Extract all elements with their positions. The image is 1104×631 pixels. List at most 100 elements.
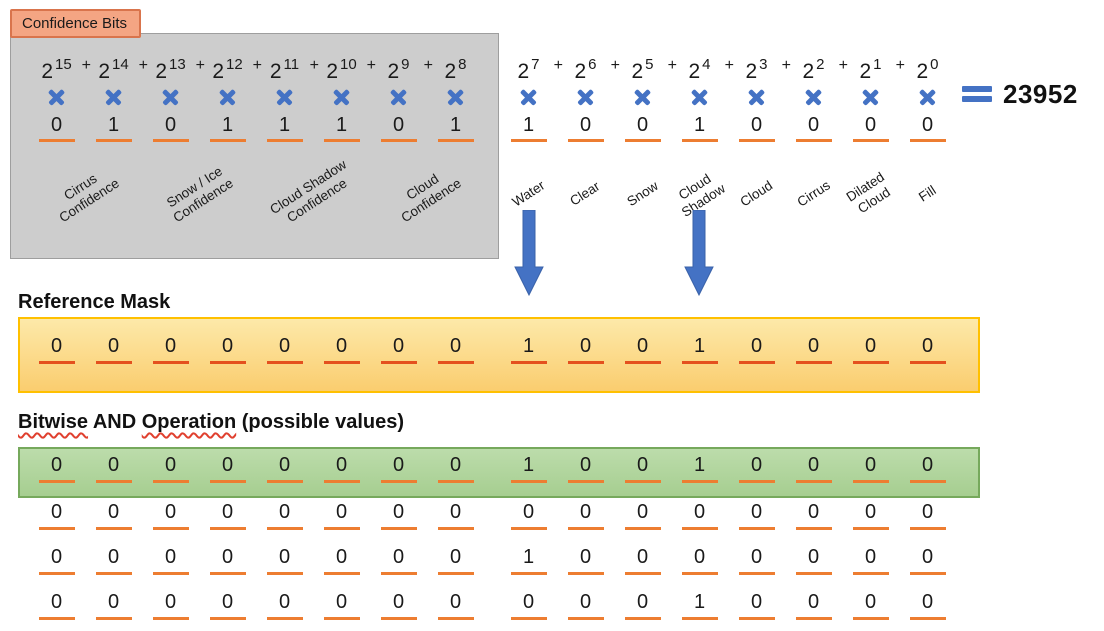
bit-cell: 0	[85, 453, 142, 483]
bit-cell: 0	[256, 334, 313, 364]
bit-cell: 0	[557, 334, 614, 364]
bitwise-and-title: Bitwise AND Operation (possible values)	[18, 411, 404, 434]
bit-underline	[681, 527, 718, 530]
plus-sign: +	[838, 57, 848, 74]
bit-value: 0	[449, 591, 462, 613]
confidence-flag-labels: Cirrus Confidence Snow / Ice Confidence …	[28, 146, 484, 242]
bit-value: 0	[921, 454, 934, 476]
bit-underline	[380, 572, 417, 575]
bit-value: 0	[164, 501, 177, 523]
bit-underline	[95, 572, 132, 575]
bit-underline	[266, 527, 303, 530]
bit-underline	[209, 139, 246, 142]
bit-value: 0	[807, 501, 820, 523]
bit-cell: 1	[500, 453, 557, 483]
bit-value: 0	[392, 501, 405, 523]
bit-cell: 0	[256, 545, 313, 575]
bit-underline	[681, 617, 718, 620]
bit-cell: 0	[256, 590, 313, 620]
bit-cell: 0	[85, 590, 142, 620]
multiply-icon	[805, 88, 822, 106]
bit-underline	[681, 361, 718, 364]
highlighted-result-box	[18, 447, 980, 498]
bit-underline	[266, 139, 303, 142]
bit-underline	[152, 617, 189, 620]
bit-value: 1	[221, 114, 234, 136]
multiply-icon	[219, 88, 236, 106]
bit-value: 1	[522, 114, 535, 136]
bit-cell: 0	[28, 453, 85, 483]
bit-value: 0	[921, 335, 934, 357]
multiply-icon	[447, 88, 464, 106]
bit-underline	[567, 572, 604, 575]
plus-sign: +	[724, 57, 734, 74]
bit-underline	[95, 617, 132, 620]
bit-value: 1	[335, 114, 348, 136]
bit-value: 0	[221, 454, 234, 476]
bit-value: 0	[807, 335, 820, 357]
bit-value: 0	[50, 114, 63, 136]
bit-cell: 0	[427, 545, 484, 575]
bit-value: 0	[921, 591, 934, 613]
bit-value: 0	[335, 591, 348, 613]
title-word: (possible values)	[236, 411, 405, 433]
bit-cell: 0	[370, 590, 427, 620]
bit-cell: 0	[199, 545, 256, 575]
bit-value: 0	[164, 454, 177, 476]
bit-value: 0	[579, 546, 592, 568]
bit-cell: 0	[427, 453, 484, 483]
bit-value: 0	[392, 546, 405, 568]
bit-value: 0	[449, 546, 462, 568]
bit-underline	[209, 617, 246, 620]
bit-flag-label: Snow	[623, 178, 661, 209]
bit-flag-label: Clear	[567, 178, 603, 209]
plus-sign: +	[252, 57, 262, 74]
bit-value: 0	[807, 454, 820, 476]
bit-underline	[510, 527, 547, 530]
bit-underline	[738, 572, 775, 575]
multiply-icon	[577, 88, 594, 106]
plus-sign: +	[423, 57, 433, 74]
bit-value: 0	[449, 335, 462, 357]
bit-cell: 0	[728, 453, 785, 483]
bit-cell: 0	[370, 545, 427, 575]
bit-underline	[209, 480, 246, 483]
multiply-icon	[520, 88, 537, 106]
bit-underline	[152, 527, 189, 530]
bit-underline	[323, 527, 360, 530]
confidence-bits-label: Confidence Bits	[10, 9, 142, 38]
bit-value: 0	[579, 591, 592, 613]
bit-value: 0	[50, 454, 63, 476]
bit-cell: 0	[142, 453, 199, 483]
bit-value: 0	[278, 546, 291, 568]
bit-cell: 0	[199, 453, 256, 483]
bit-value: 0	[164, 114, 177, 136]
plus-sign: +	[895, 57, 905, 74]
bit-underline	[38, 527, 75, 530]
bit-cell: 0	[370, 334, 427, 364]
bit-underline	[380, 480, 417, 483]
bit-value: 0	[449, 454, 462, 476]
bit-cell: 0	[614, 590, 671, 620]
bit-cell: 0	[557, 590, 614, 620]
bit-value: 0	[164, 335, 177, 357]
bit-value: 1	[522, 454, 535, 476]
bit-underline	[738, 139, 775, 142]
bit-underline	[95, 480, 132, 483]
bit-value: 0	[864, 501, 877, 523]
bit-underline	[738, 361, 775, 364]
bit-underline	[852, 572, 889, 575]
bit-value: 1	[693, 335, 706, 357]
bit-cell: 0	[142, 590, 199, 620]
bit-cell: 0	[899, 590, 956, 620]
